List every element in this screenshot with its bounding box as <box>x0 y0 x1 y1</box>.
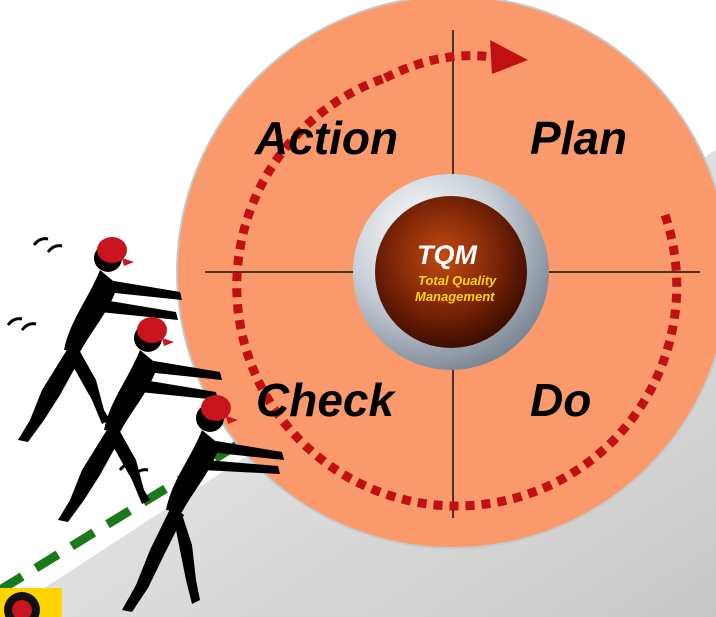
hub-title: TQM <box>417 240 477 270</box>
quadrant-label-action: Action <box>254 112 398 164</box>
pushing-figure <box>18 237 182 442</box>
pushing-figure <box>6 317 222 522</box>
hub-core <box>375 196 527 348</box>
hub-subtitle-line1: Total Quality <box>418 273 497 288</box>
hub-subtitle-line2: Management <box>415 289 495 304</box>
cycle-arrow-path <box>232 73 682 511</box>
people-pushing-wheel-icon <box>6 237 284 612</box>
slope-dashed-line <box>0 148 716 594</box>
quadrant-label-check: Check <box>256 374 396 426</box>
pdca-wheel: Action Plan Check Do TQM Total Quality M… <box>176 0 716 549</box>
quadrant-label-do: Do <box>530 374 591 426</box>
quadrant-label-plan: Plan <box>530 112 627 164</box>
pushing-figure <box>118 395 284 612</box>
cycle-arrow-top <box>382 51 493 83</box>
cycle-arrowhead-icon <box>490 40 528 74</box>
corner-logo-icon <box>0 588 62 617</box>
